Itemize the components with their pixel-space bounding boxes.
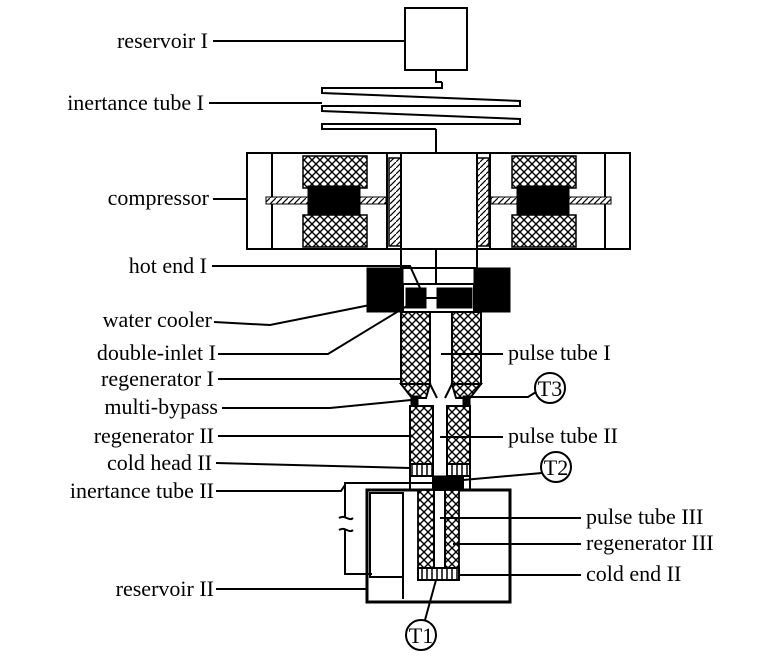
sensor-t2: T2 [462, 451, 572, 483]
label-regenerator-1: regenerator I [101, 366, 214, 391]
label-hot-end-1: hot end I [129, 253, 207, 278]
label-pulse-tube-1: pulse tube I [508, 340, 611, 365]
sensor-t3-label: T3 [538, 376, 562, 401]
sensor-t3: T3 [470, 372, 566, 404]
label-cold-head-2: cold head II [107, 450, 212, 475]
stage-1 [398, 311, 484, 399]
label-double-inlet-1: double-inlet I [97, 340, 216, 365]
label-regenerator-2: regenerator II [94, 423, 214, 448]
label-reservoir-2: reservoir II [116, 576, 214, 601]
reservoir-1 [404, 7, 468, 83]
inertance-tube-2 [338, 482, 433, 575]
right-labels: pulse tube I pulse tube II pulse tube II… [440, 340, 714, 586]
label-compressor: compressor [108, 185, 210, 210]
label-multi-bypass: multi-bypass [104, 394, 218, 419]
compressor [246, 152, 631, 250]
stage-3 [417, 489, 460, 581]
label-cold-end-2: cold end II [586, 561, 681, 586]
label-water-cooler: water cooler [103, 307, 213, 332]
label-regenerator-3: regenerator III [586, 530, 714, 555]
label-pulse-tube-3: pulse tube III [586, 504, 703, 529]
label-reservoir-1: reservoir I [117, 28, 208, 53]
sensor-t2-label: T2 [544, 455, 568, 480]
left-labels: reservoir I inertance tube I compressor … [67, 28, 421, 601]
stage-2 [409, 405, 471, 491]
hot-end-1-block [366, 249, 511, 313]
label-pulse-tube-2: pulse tube II [508, 423, 618, 448]
sensor-t1: T1 [405, 579, 437, 651]
sensor-t1-label: T1 [409, 623, 433, 648]
label-inertance-tube-1: inertance tube I [67, 90, 204, 115]
label-inertance-tube-2: inertance tube II [70, 478, 214, 503]
